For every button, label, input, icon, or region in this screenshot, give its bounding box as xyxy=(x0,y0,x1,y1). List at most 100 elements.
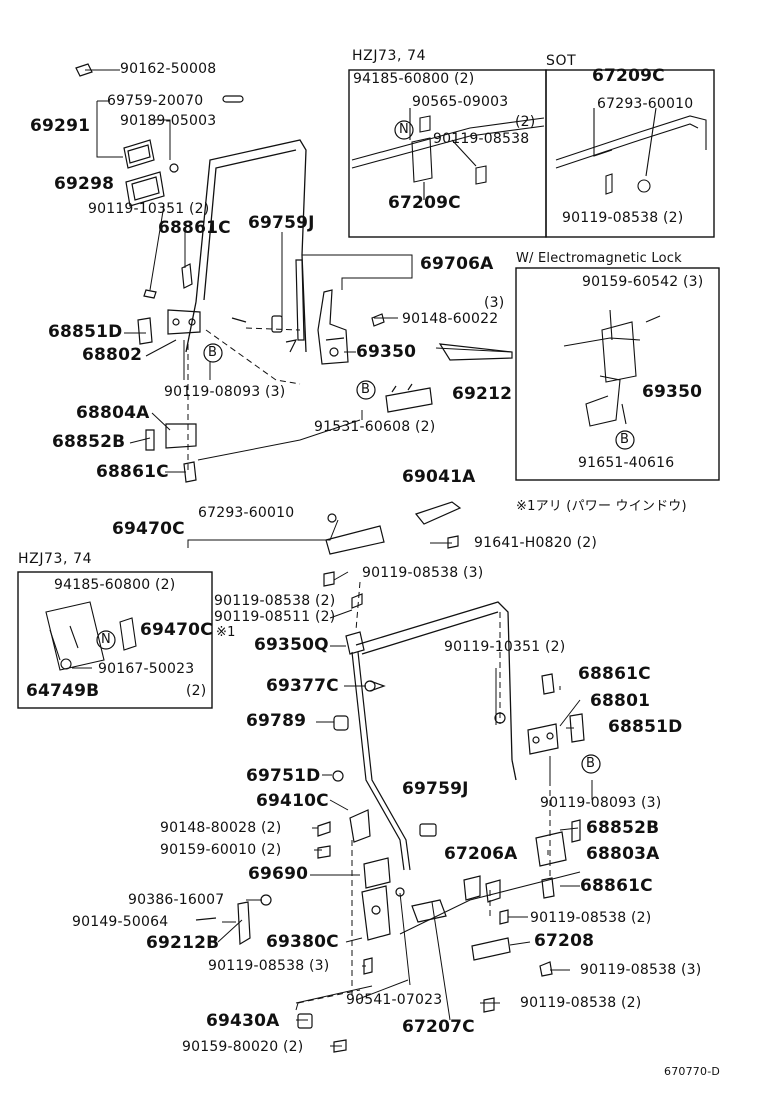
part-label: 69751D xyxy=(246,766,321,786)
part-label: 90148-80028 (2) xyxy=(160,820,282,836)
part-label: 69380C xyxy=(266,932,339,952)
sot-box xyxy=(545,69,715,238)
part-label: 67209C xyxy=(388,193,461,213)
part-label: 69291 xyxy=(30,116,91,136)
part-label: 69212 xyxy=(452,384,513,404)
part-label: 90565-09003 xyxy=(412,94,509,110)
part-label: 67207C xyxy=(402,1017,475,1037)
part-label: 64749B xyxy=(26,681,100,701)
part-label: ※1アリ (パワー ウインドウ) xyxy=(516,499,687,514)
part-label: 90159-80020 (2) xyxy=(182,1039,304,1055)
part-label: 69350Q xyxy=(254,635,329,655)
part-label: 90119-08538 (2) xyxy=(530,910,652,926)
part-label: 90159-60010 (2) xyxy=(160,842,282,858)
marker-letter: B xyxy=(208,345,218,360)
part-label: 67208 xyxy=(534,931,595,951)
part-label: 68803A xyxy=(586,844,660,864)
part-label: (2) xyxy=(515,114,536,130)
part-label: 90119-08538 (3) xyxy=(208,958,330,974)
part-label: 90167-50023 xyxy=(98,661,195,677)
part-label: 69759J xyxy=(402,779,469,799)
part-label: 67293-60010 xyxy=(198,505,295,521)
part-label: 90119-08538 (3) xyxy=(580,962,702,978)
marker-circles xyxy=(96,120,635,774)
part-label: (3) xyxy=(484,295,505,311)
part-label: 69350 xyxy=(642,382,703,402)
part-label: 69430A xyxy=(206,1011,280,1031)
marker-letter: B xyxy=(361,382,371,397)
part-label: 68802 xyxy=(82,345,143,365)
figure-code: 670770-D xyxy=(664,1065,721,1078)
part-label: 91651-40616 xyxy=(578,455,675,471)
part-label: 68852B xyxy=(52,432,126,452)
part-label: 90119-08093 (3) xyxy=(540,795,662,811)
part-label: 90386-16007 xyxy=(128,892,225,908)
part-label: ※1 xyxy=(216,625,236,640)
part-label: 69350 xyxy=(356,342,417,362)
part-label: 67293-60010 xyxy=(597,96,694,112)
part-label: 91531-60608 (2) xyxy=(314,419,436,435)
part-label: 69410C xyxy=(256,791,329,811)
marker-letter: B xyxy=(620,432,630,447)
part-label: 69690 xyxy=(248,864,309,884)
marker-letter: B xyxy=(586,756,596,771)
part-label: 90119-08538 (2) xyxy=(520,995,642,1011)
part-label: 69470C xyxy=(112,519,185,539)
hzj-top-box-title: HZJ73, 74 xyxy=(352,48,427,64)
leader-lines xyxy=(85,69,593,1047)
part-label: 90119-08093 (3) xyxy=(164,384,286,400)
part-label: 67206A xyxy=(444,844,518,864)
part-label: 90119-08511 (2) xyxy=(214,609,336,625)
part-label: 69212B xyxy=(146,933,220,953)
hzj-left-inset-sketch xyxy=(45,601,137,671)
part-label: 69759-20070 xyxy=(107,93,204,109)
hzj-left-box xyxy=(17,571,213,709)
part-label: 68801 xyxy=(590,691,651,711)
part-label: 68861C xyxy=(158,218,231,238)
sot-box-title: SOT xyxy=(546,53,577,69)
part-label: 90162-50008 xyxy=(120,61,217,77)
part-label: 68861C xyxy=(96,462,169,482)
part-label: 90119-08538 xyxy=(433,131,530,147)
part-label: 90189-05003 xyxy=(120,113,217,129)
electro-box xyxy=(515,267,720,481)
electro-box-title: W/ Electromagnetic Lock xyxy=(516,251,682,266)
part-label: 68804A xyxy=(76,403,150,423)
sot-inset-sketch xyxy=(555,107,707,195)
part-label: 69470C xyxy=(140,620,213,640)
front-door-frame xyxy=(185,139,307,353)
rear-door-frame xyxy=(355,601,517,781)
part-label: 90541-07023 xyxy=(346,992,443,1008)
part-label: 69759J xyxy=(248,213,315,233)
part-label: 90119-10351 (2) xyxy=(444,639,566,655)
marker-letter: N xyxy=(101,632,111,647)
marker-letter: N xyxy=(399,122,409,137)
part-label: 90119-10351 (2) xyxy=(88,201,210,217)
part-label: 69706A xyxy=(420,254,494,274)
electro-inset-sketch xyxy=(563,309,661,427)
part-shapes xyxy=(75,63,585,1053)
part-label: 68851D xyxy=(608,717,683,737)
part-label: 68861C xyxy=(580,876,653,896)
part-label: 94185-60800 (2) xyxy=(54,577,176,593)
part-label: 90159-60542 (3) xyxy=(582,274,704,290)
part-label: 69041A xyxy=(402,467,476,487)
part-label: 90119-08538 (2) xyxy=(214,593,336,609)
part-label: (2) xyxy=(186,683,207,699)
part-label: 69377C xyxy=(266,676,339,696)
part-label: 68851D xyxy=(48,322,123,342)
part-label: 90119-08538 (3) xyxy=(362,565,484,581)
part-label: 69298 xyxy=(54,174,115,194)
part-label: 90149-50064 xyxy=(72,914,169,930)
part-label: 91641-H0820 (2) xyxy=(474,535,598,551)
part-label: 68861C xyxy=(578,664,651,684)
part-label: 68852B xyxy=(586,818,660,838)
part-label: 90148-60022 xyxy=(402,311,499,327)
part-label: 67209C xyxy=(592,66,665,86)
part-label: 69789 xyxy=(246,711,307,731)
hzj-left-box-title: HZJ73, 74 xyxy=(18,551,93,567)
part-label: 94185-60800 (2) xyxy=(353,71,475,87)
part-label: 90119-08538 (2) xyxy=(562,210,684,226)
